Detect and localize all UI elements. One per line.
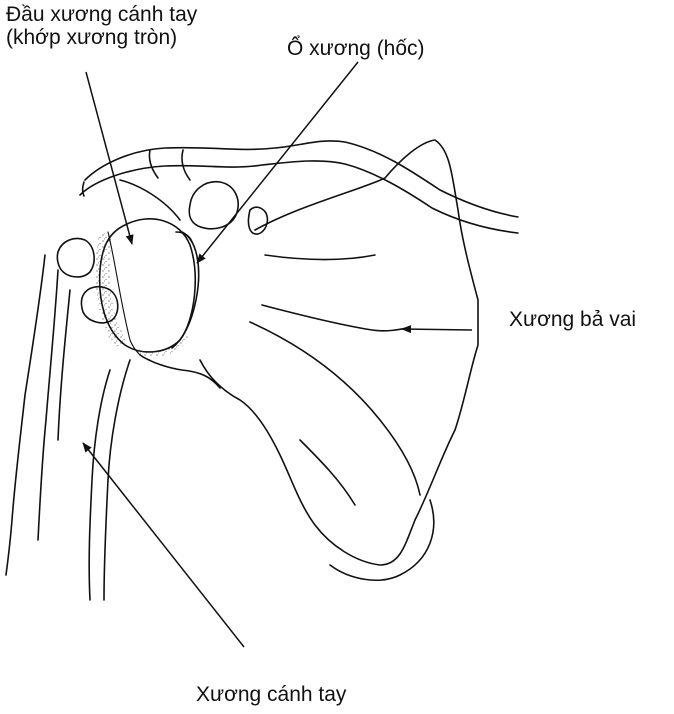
- label-humeral-head-subtitle: (khớp xương tròn): [6, 27, 177, 49]
- humeral-head: [100, 219, 196, 360]
- pointer-scapula: [402, 329, 472, 330]
- label-humeral-head: Đầu xương cánh tay: [6, 4, 197, 26]
- label-glenoid-fossa: Ổ xương (hốc): [287, 38, 425, 60]
- label-humerus: Xương cánh tay: [196, 684, 346, 706]
- label-scapula: Xương bả vai: [509, 309, 636, 331]
- pointer-humeral-head: [86, 72, 132, 244]
- pointer-humerus: [83, 443, 244, 647]
- acromion-process: [120, 180, 267, 234]
